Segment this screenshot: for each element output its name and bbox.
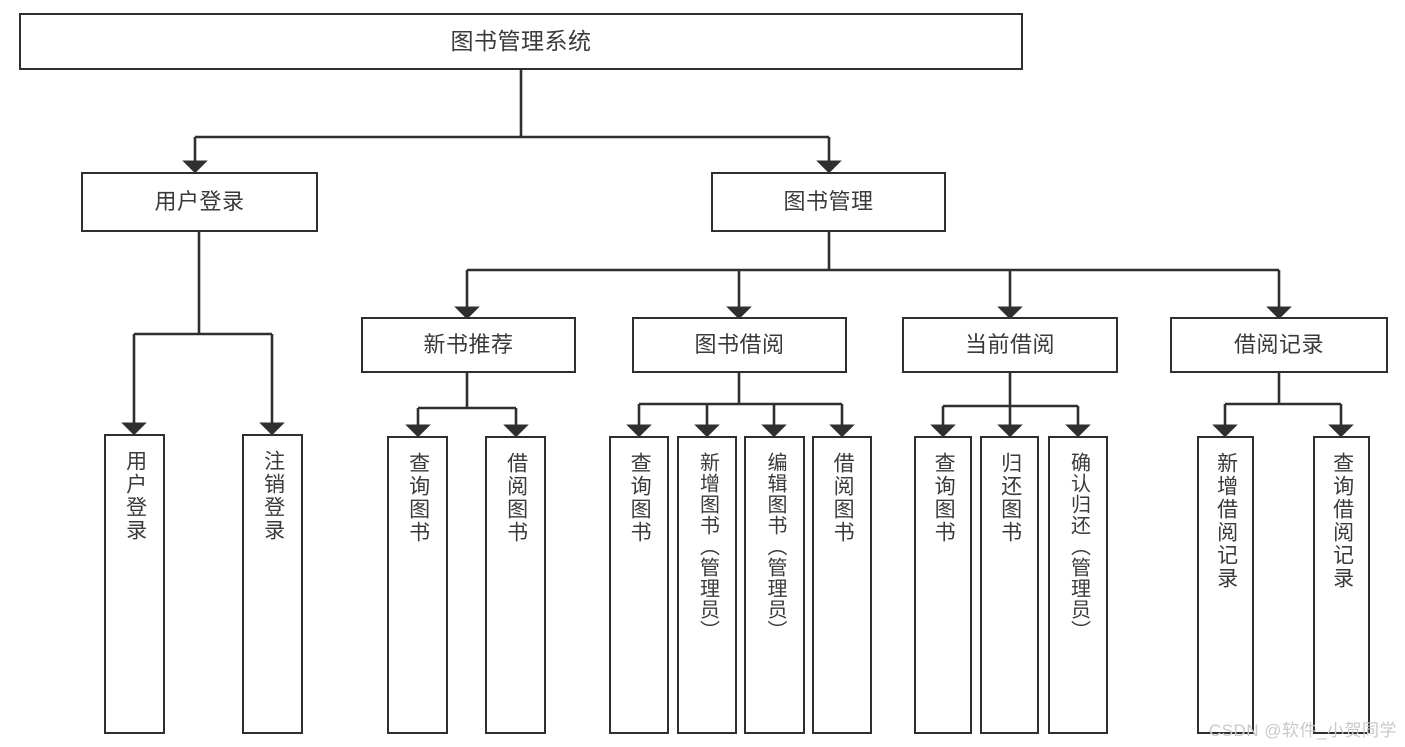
- node-book-borrow[interactable]: 图书借阅: [632, 317, 847, 373]
- leaf-borrow-record-query-record[interactable]: 查询借阅记录: [1313, 436, 1370, 734]
- node-label: 查询借阅记录: [1330, 452, 1354, 590]
- node-label: 图书管理: [783, 188, 874, 214]
- node-label: 图书管理系统: [450, 27, 592, 54]
- leaf-current-borrow-return-book[interactable]: 归还图书: [980, 436, 1039, 734]
- leaf-current-borrow-confirm-return-admin[interactable]: 确认归还（管理员）: [1048, 436, 1108, 734]
- node-label: 确认归还（管理员）: [1067, 452, 1090, 641]
- leaf-user-login-logout[interactable]: 注销登录: [242, 434, 303, 734]
- node-label: 查询图书: [628, 452, 652, 544]
- node-label: 查询图书: [932, 452, 956, 544]
- leaf-new-book-query-book[interactable]: 查询图书: [387, 436, 448, 734]
- leaf-book-borrow-edit-book-admin[interactable]: 编辑图书（管理员）: [744, 436, 805, 734]
- node-new-book-recommend[interactable]: 新书推荐: [361, 317, 576, 373]
- node-label: 借阅记录: [1233, 331, 1324, 357]
- watermark-text: CSDN @软件_小贺同学: [1208, 721, 1397, 740]
- node-label: 图书借阅: [694, 331, 785, 357]
- node-current-borrow[interactable]: 当前借阅: [902, 317, 1118, 373]
- node-borrow-record[interactable]: 借阅记录: [1170, 317, 1388, 373]
- leaf-book-borrow-add-book-admin[interactable]: 新增图书（管理员）: [677, 436, 737, 734]
- leaf-user-login-login[interactable]: 用户登录: [104, 434, 165, 734]
- node-label: 归还图书: [998, 452, 1022, 544]
- node-label: 用户登录: [123, 450, 147, 542]
- node-label: 借阅图书: [831, 452, 855, 544]
- node-label: 用户登录: [154, 188, 245, 214]
- node-label: 注销登录: [261, 450, 285, 542]
- node-label: 新书推荐: [423, 331, 514, 357]
- node-label: 新增借阅记录: [1214, 452, 1238, 590]
- node-label: 查询图书: [406, 452, 430, 544]
- node-label: 当前借阅: [964, 331, 1055, 357]
- leaf-new-book-borrow-book[interactable]: 借阅图书: [485, 436, 546, 734]
- node-label: 编辑图书（管理员）: [764, 452, 786, 641]
- node-user-login[interactable]: 用户登录: [81, 172, 318, 232]
- node-book-management[interactable]: 图书管理: [711, 172, 946, 232]
- leaf-book-borrow-borrow-book[interactable]: 借阅图书: [812, 436, 872, 734]
- leaf-borrow-record-add-record[interactable]: 新增借阅记录: [1197, 436, 1254, 734]
- node-label: 借阅图书: [504, 452, 528, 544]
- leaf-current-borrow-query-book[interactable]: 查询图书: [914, 436, 972, 734]
- node-label: 新增图书（管理员）: [696, 452, 719, 641]
- node-root-book-management-system[interactable]: 图书管理系统: [19, 13, 1023, 70]
- leaf-book-borrow-query-book[interactable]: 查询图书: [609, 436, 669, 734]
